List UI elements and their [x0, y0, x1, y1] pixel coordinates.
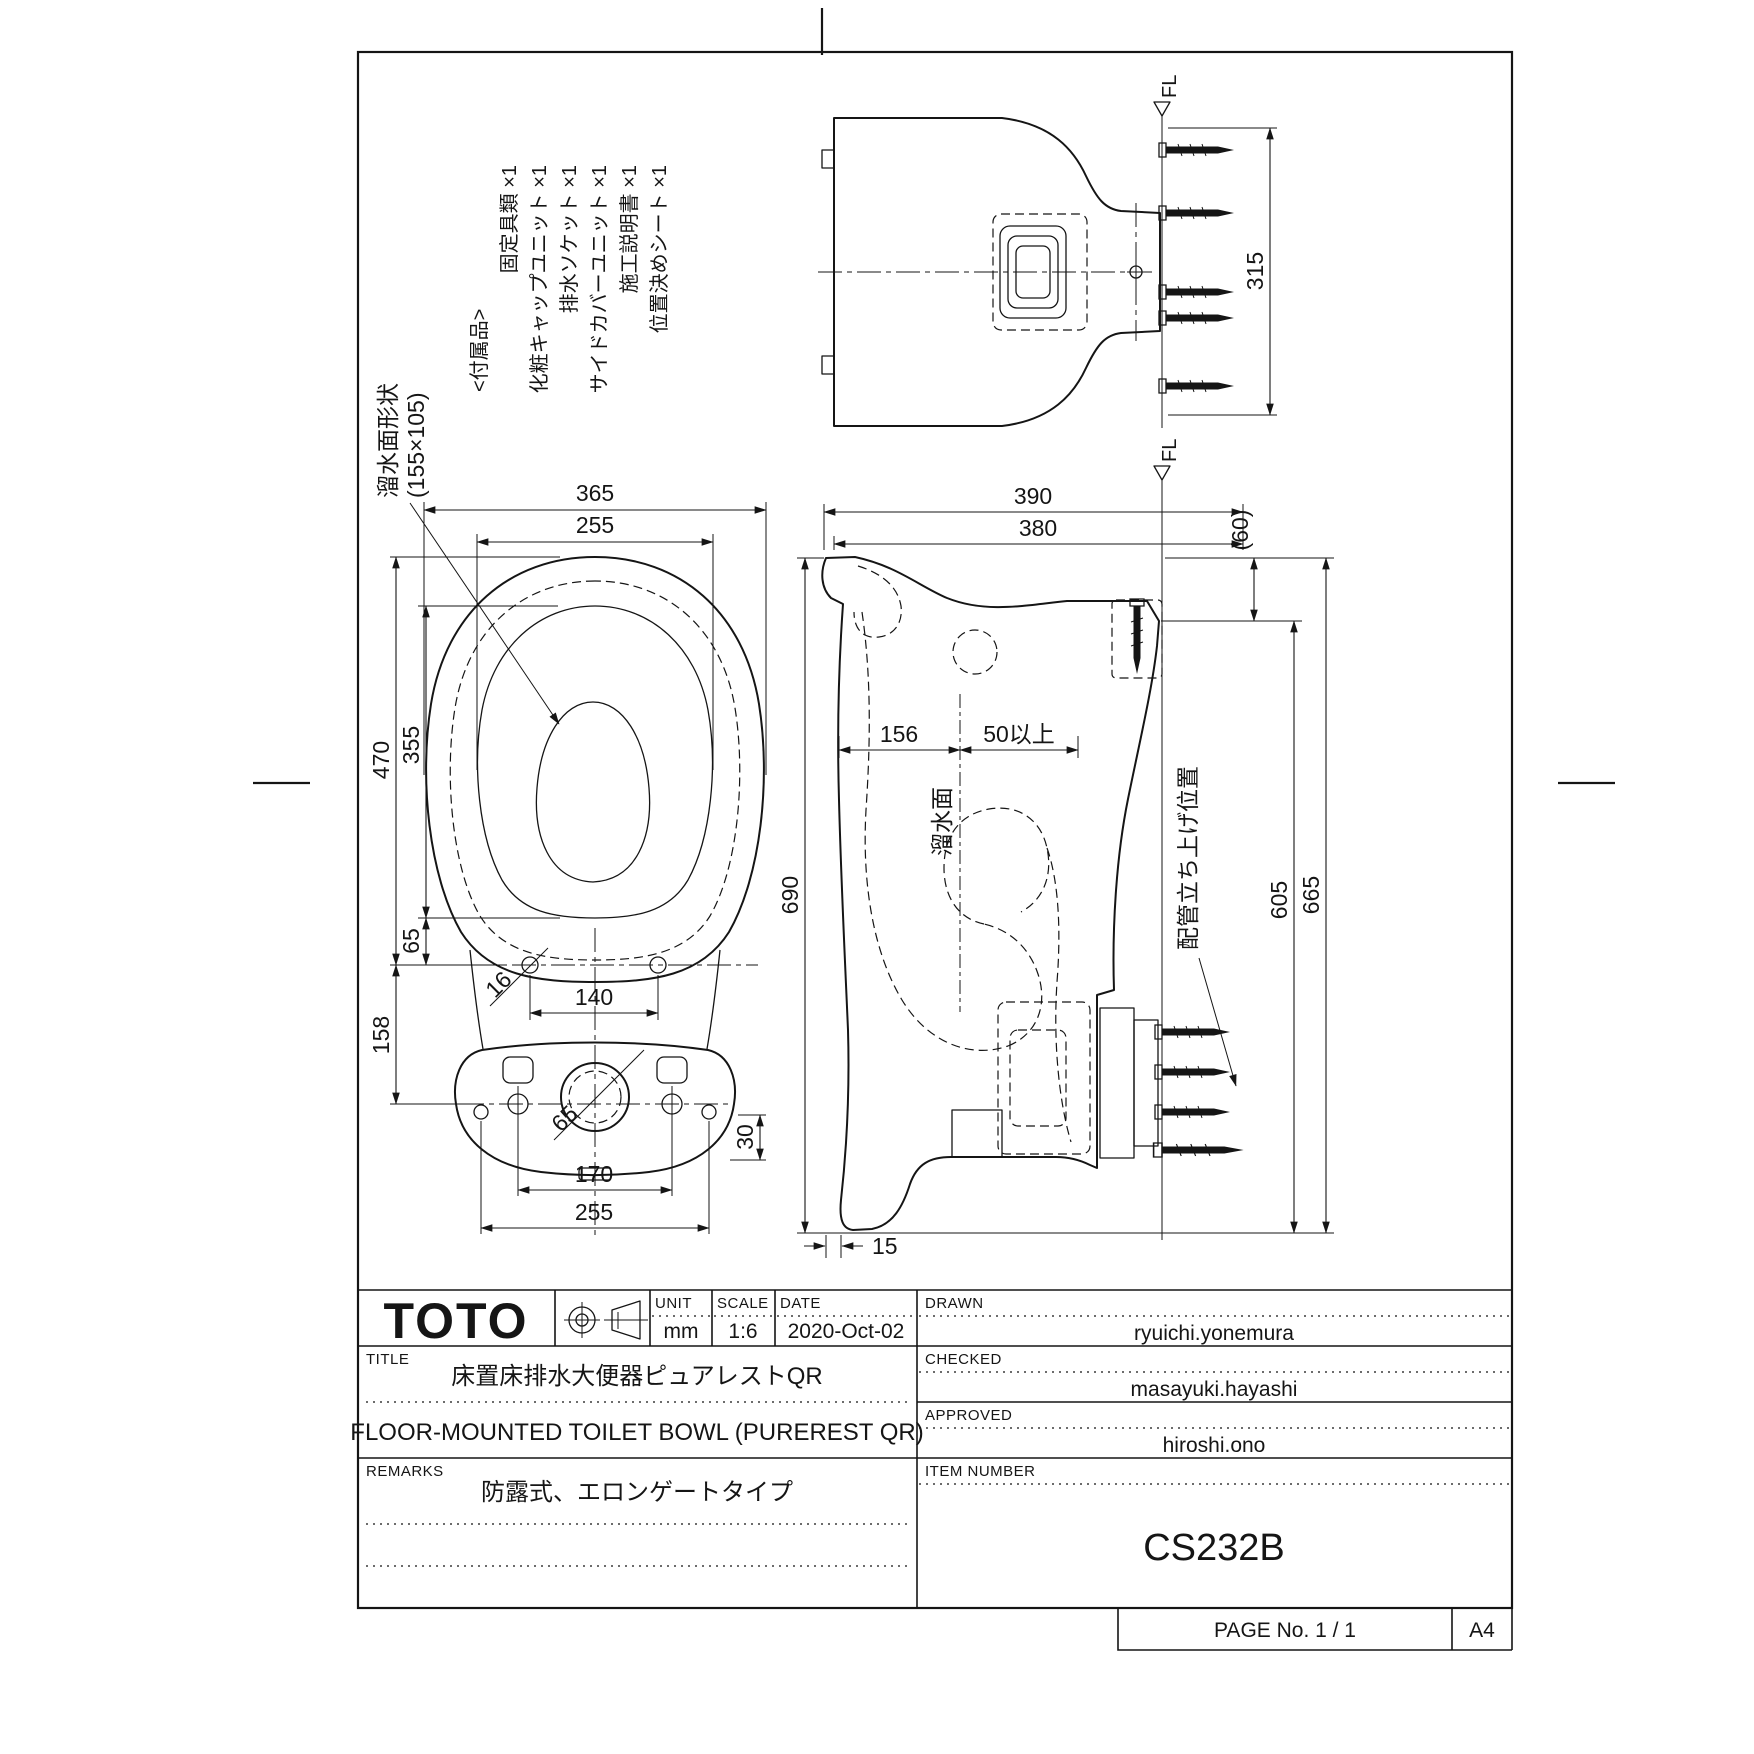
side-socket-hidden-1 [997, 1001, 1091, 1155]
plan-fix-hole-left [473, 1104, 489, 1120]
tb-rows [358, 1345, 1512, 1459]
plan-base-outline [454, 1041, 736, 1176]
dim-255-top: 255 [576, 512, 614, 538]
date-label: DATE [780, 1295, 821, 1312]
item-number-value: CS232B [1143, 1527, 1285, 1569]
plan-fix-hole-right [701, 1104, 717, 1120]
rear-fl-triangle-icon [1153, 101, 1171, 117]
drawn-label: DRAWN [925, 1295, 984, 1312]
plan-cap-left [502, 1056, 534, 1084]
tb-row1-cells [554, 1290, 776, 1346]
dim-65-drain: 65 [546, 1100, 582, 1136]
dim-15: 15 [872, 1233, 898, 1259]
side-fl-label: FL [1159, 439, 1181, 462]
dim-140: 140 [575, 984, 613, 1010]
page-number: PAGE No. 1 / 1 [1214, 1619, 1356, 1642]
side-interior-hidden [853, 565, 1163, 1143]
dim-255-bottom: 255 [575, 1199, 613, 1225]
side-outline [821, 556, 1160, 1231]
dim-390: 390 [1014, 483, 1052, 509]
dim-380: 380 [1019, 515, 1057, 541]
toto-logo: TOTO [383, 1293, 528, 1349]
dim-65: 65 [398, 928, 424, 954]
title-block: TOTO UNIT mm SCALE 1:6 DATE 2020-Oct-02 … [350, 1289, 1513, 1651]
drawn-value: ryuichi.yonemura [1134, 1322, 1294, 1345]
plan-pedestal-sides [469, 949, 721, 1050]
side-base-step [951, 1109, 1003, 1157]
checked-label: CHECKED [925, 1351, 1002, 1368]
unit-label: UNIT [655, 1295, 692, 1312]
rear-outline [833, 117, 1161, 427]
plan-water-surface [535, 701, 651, 883]
title-ja: 床置床排水大便器ピュアレストQR [451, 1363, 823, 1390]
side-flange-2 [1133, 1019, 1159, 1147]
water-surface-label: 溜水面 [929, 787, 955, 856]
accessory-item: 化粧キャップユニット ×1 [528, 165, 551, 393]
rear-view: FL 315 [818, 75, 1277, 428]
paper-size: A4 [1469, 1619, 1495, 1642]
rear-tabs [821, 149, 834, 375]
side-top-screw [1129, 598, 1145, 675]
dim-50min: 50以上 [983, 721, 1055, 747]
side-fl-triangle-icon [1153, 465, 1171, 481]
water-shape-label-1: 溜水面形状 [375, 383, 401, 498]
date-value: 2020-Oct-02 [788, 1320, 905, 1343]
side-dimensions: 390 380 (60) 156 50以上 690 605 665 15 [777, 483, 1334, 1259]
accessory-item: 位置決めシート ×1 [648, 165, 671, 333]
item-number-label: ITEM NUMBER [925, 1463, 1036, 1480]
water-shape-leader [409, 502, 560, 725]
dim-365: 365 [576, 480, 614, 506]
dim-355: 355 [398, 726, 424, 764]
pipe-riser-leader [1198, 957, 1237, 1087]
rear-dim-315: 315 [1168, 127, 1277, 416]
dim-158: 158 [368, 1016, 394, 1054]
plan-drain-hidden [568, 1070, 622, 1124]
dim-170: 170 [575, 1161, 613, 1187]
plan-hidden-rim [449, 580, 741, 961]
remarks-value: 防露式、エロンゲートタイプ [481, 1479, 793, 1506]
dim-315: 315 [1242, 252, 1268, 290]
projection-symbol-icon [564, 1300, 648, 1340]
title-en: FLOOR-MOUNTED TOILET BOWL (PUREREST QR) [350, 1419, 923, 1446]
dim-605: 605 [1266, 881, 1292, 919]
dim-690: 690 [777, 876, 803, 914]
border-rect [356, 50, 1514, 1610]
accessory-item: 施工説明書 ×1 [618, 165, 641, 293]
plan-cap-right [656, 1056, 688, 1084]
accessory-item: サイドカバーユニット ×1 [589, 165, 611, 393]
accessories-list: <付属品> 固定具類 ×1 化粧キャップユニット ×1 排水ソケット ×1 サイ… [468, 165, 671, 393]
dim-470: 470 [368, 741, 394, 779]
tb-dotted-labels [652, 1315, 1510, 1485]
water-shape-label-2: (155×105) [403, 393, 429, 499]
side-socket-hidden-2 [1009, 1029, 1067, 1127]
side-view: FL 溜水面 配管立ち上げ位置 390 380 (60) 156 50以上 69… [777, 439, 1334, 1259]
approved-value: hiroshi.ono [1163, 1434, 1266, 1457]
plan-dimensions: 365 255 470 355 65 158 140 16 65 [368, 480, 767, 1234]
side-flange-1 [1099, 1007, 1135, 1159]
scale-value: 1:6 [728, 1320, 757, 1343]
title-label: TITLE [366, 1351, 409, 1368]
rear-fl-label: FL [1159, 75, 1181, 98]
pipe-riser-label: 配管立ち上げ位置 [1175, 766, 1201, 950]
page-box [1117, 1608, 1513, 1651]
accessory-item: 排水ソケット ×1 [558, 165, 581, 313]
accessory-item: 固定具類 ×1 [498, 165, 521, 273]
scale-label: SCALE [717, 1295, 769, 1312]
accessories-header: <付属品> [468, 309, 491, 392]
remarks-label: REMARKS [366, 1463, 444, 1480]
dim-30: 30 [732, 1124, 758, 1150]
checked-value: masayuki.hayashi [1131, 1378, 1298, 1401]
plan-inner-rim [476, 605, 714, 919]
approved-label: APPROVED [925, 1407, 1012, 1424]
dim-665: 665 [1298, 876, 1324, 914]
dim-60: (60) [1227, 510, 1253, 551]
plan-view: 溜水面形状 (155×105) 365 255 470 355 65 158 1… [368, 383, 767, 1240]
sheet-frame [253, 8, 1615, 1610]
rear-screws [1158, 142, 1235, 394]
dim-156: 156 [880, 721, 918, 747]
unit-value: mm [664, 1320, 699, 1343]
side-floor-screws [1152, 1024, 1245, 1158]
